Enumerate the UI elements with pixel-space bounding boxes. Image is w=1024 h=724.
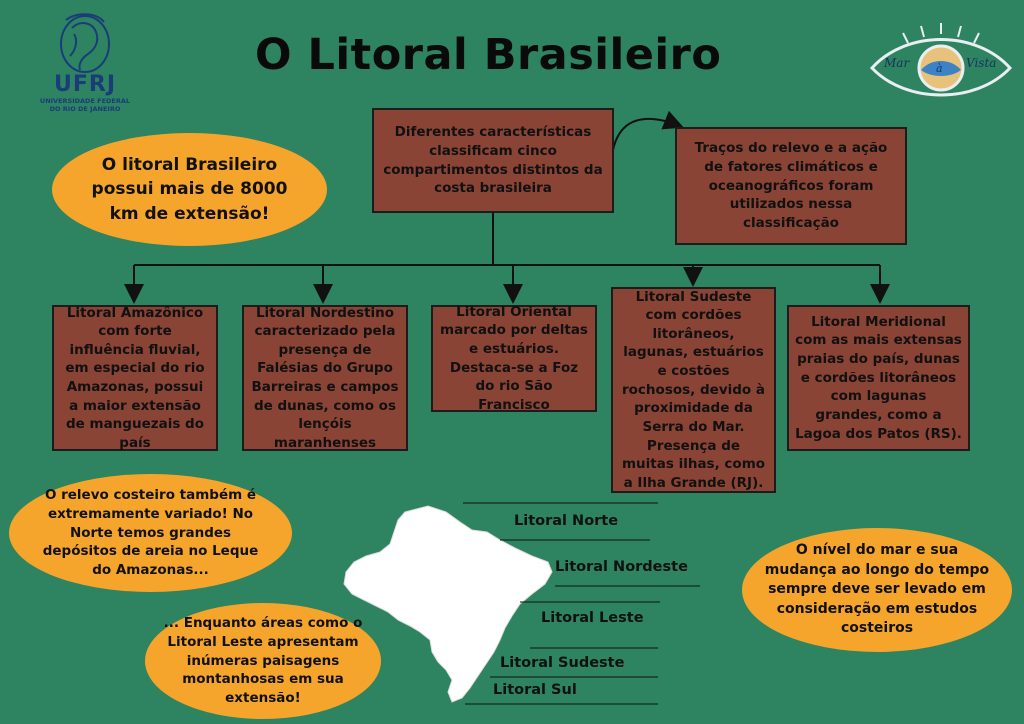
- ufrj-emblem-icon: [60, 13, 110, 73]
- ufrj-subtitle-line2: DO RIO DE JANEIRO: [49, 105, 121, 113]
- compartment-box-oriental: Litoral Oriental marcado por deltas e es…: [431, 304, 597, 413]
- note-extension: O litoral Brasileiro possui mais de 8000…: [52, 133, 327, 246]
- mar-a-vista-logo: Mar à Vista: [866, 18, 1016, 110]
- map-label-leste: Litoral Leste: [541, 610, 644, 626]
- map-label-sudeste: Litoral Sudeste: [500, 655, 625, 671]
- compartment-box-amazonico: Litoral Amazônico com forte influência f…: [52, 305, 218, 451]
- ufrj-subtitle-line1: UNIVERSIDADE FEDERAL: [39, 97, 131, 105]
- ufrj-logo: UFRJ UNIVERSIDADE FEDERAL DO RIO DE JANE…: [30, 10, 140, 115]
- brazil-map: [343, 505, 553, 703]
- note-sea-level: O nível do mar e sua mudança ao longo do…: [742, 528, 1012, 652]
- note-relief: O relevo costeiro também é extremamente …: [9, 474, 292, 592]
- map-label-nordeste: Litoral Nordeste: [555, 559, 688, 575]
- classification-box: Diferentes características classificam c…: [372, 108, 614, 213]
- compartment-box-sudeste: Litoral Sudeste com cordões litorâneos, …: [611, 287, 776, 493]
- compartment-box-meridional: Litoral Meridional com as mais extensas …: [787, 305, 970, 451]
- eye-icon: [869, 23, 1013, 97]
- note-mountains: ... Enquanto áreas como o Litoral Leste …: [145, 603, 381, 719]
- page-title: O Litoral Brasileiro: [255, 30, 722, 80]
- logo-word-a: à: [936, 62, 943, 75]
- ufrj-name: UFRJ: [53, 72, 117, 97]
- logo-word-vista: Vista: [966, 56, 997, 70]
- criteria-box: Traços do relevo e a ação de fatores cli…: [675, 127, 907, 245]
- map-label-norte: Litoral Norte: [514, 513, 619, 529]
- curved-arrow: [612, 110, 684, 151]
- logo-word-mar: Mar: [884, 56, 910, 70]
- compartment-box-nordestino: Litoral Nordestino caracterizado pela pr…: [242, 305, 408, 451]
- map-label-sul: Litoral Sul: [493, 682, 577, 698]
